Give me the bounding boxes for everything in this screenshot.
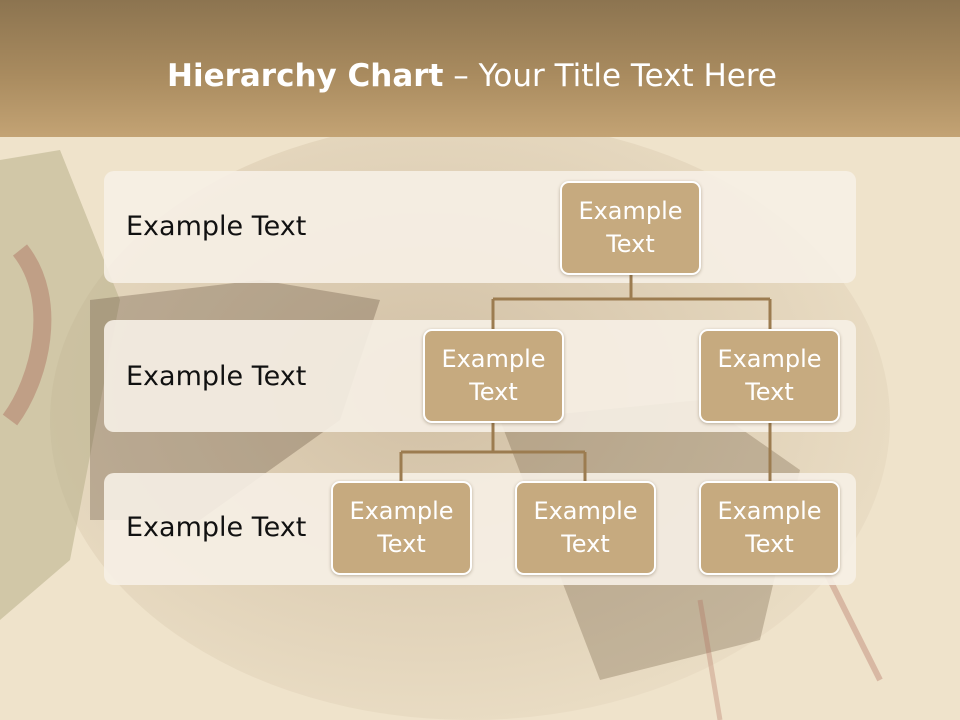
node-root[interactable]: Example Text bbox=[560, 181, 701, 275]
node-level3-left-b[interactable]: Example Text bbox=[515, 481, 656, 575]
node-level3-left-a[interactable]: Example Text bbox=[331, 481, 472, 575]
node-level3-right[interactable]: Example Text bbox=[699, 481, 840, 575]
title-bold: Hierarchy Chart bbox=[167, 58, 444, 94]
row-label-3: Example Text bbox=[126, 512, 307, 543]
connector-root bbox=[491, 275, 772, 330]
connector-left bbox=[399, 423, 587, 482]
title-rest: – Your Title Text Here bbox=[443, 58, 777, 94]
title-bar bbox=[0, 0, 960, 137]
row-band-1 bbox=[104, 171, 856, 283]
row-label-2: Example Text bbox=[126, 361, 307, 392]
slide-title: Hierarchy Chart – Your Title Text Here bbox=[0, 57, 944, 95]
node-level2-left[interactable]: Example Text bbox=[423, 329, 564, 423]
row-label-1: Example Text bbox=[126, 211, 307, 242]
node-level2-right[interactable]: Example Text bbox=[699, 329, 840, 423]
